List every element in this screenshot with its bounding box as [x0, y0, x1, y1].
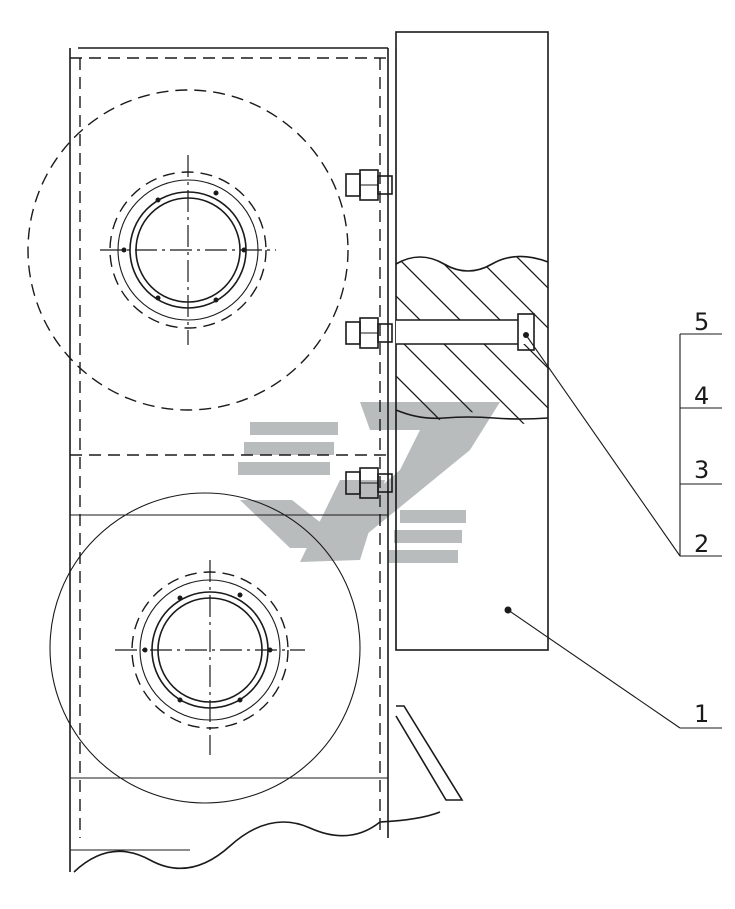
frame-housing [69, 47, 441, 873]
angled-bracket [395, 705, 464, 801]
watermark-logo [238, 402, 500, 563]
callout-label-5: 5 [694, 308, 709, 336]
callout-label-2: 2 [694, 530, 709, 558]
callout-label-1: 1 [694, 700, 709, 728]
bolt-upper [345, 169, 393, 201]
bolt-lower [345, 467, 393, 499]
upper-wheel [27, 89, 349, 411]
callout-label-4: 4 [694, 382, 709, 410]
callout-leaders [507, 333, 722, 729]
bolt-middle [345, 317, 393, 349]
hatched-section [395, 255, 549, 424]
callout-label-3: 3 [694, 456, 709, 484]
lower-wheel [49, 492, 361, 804]
